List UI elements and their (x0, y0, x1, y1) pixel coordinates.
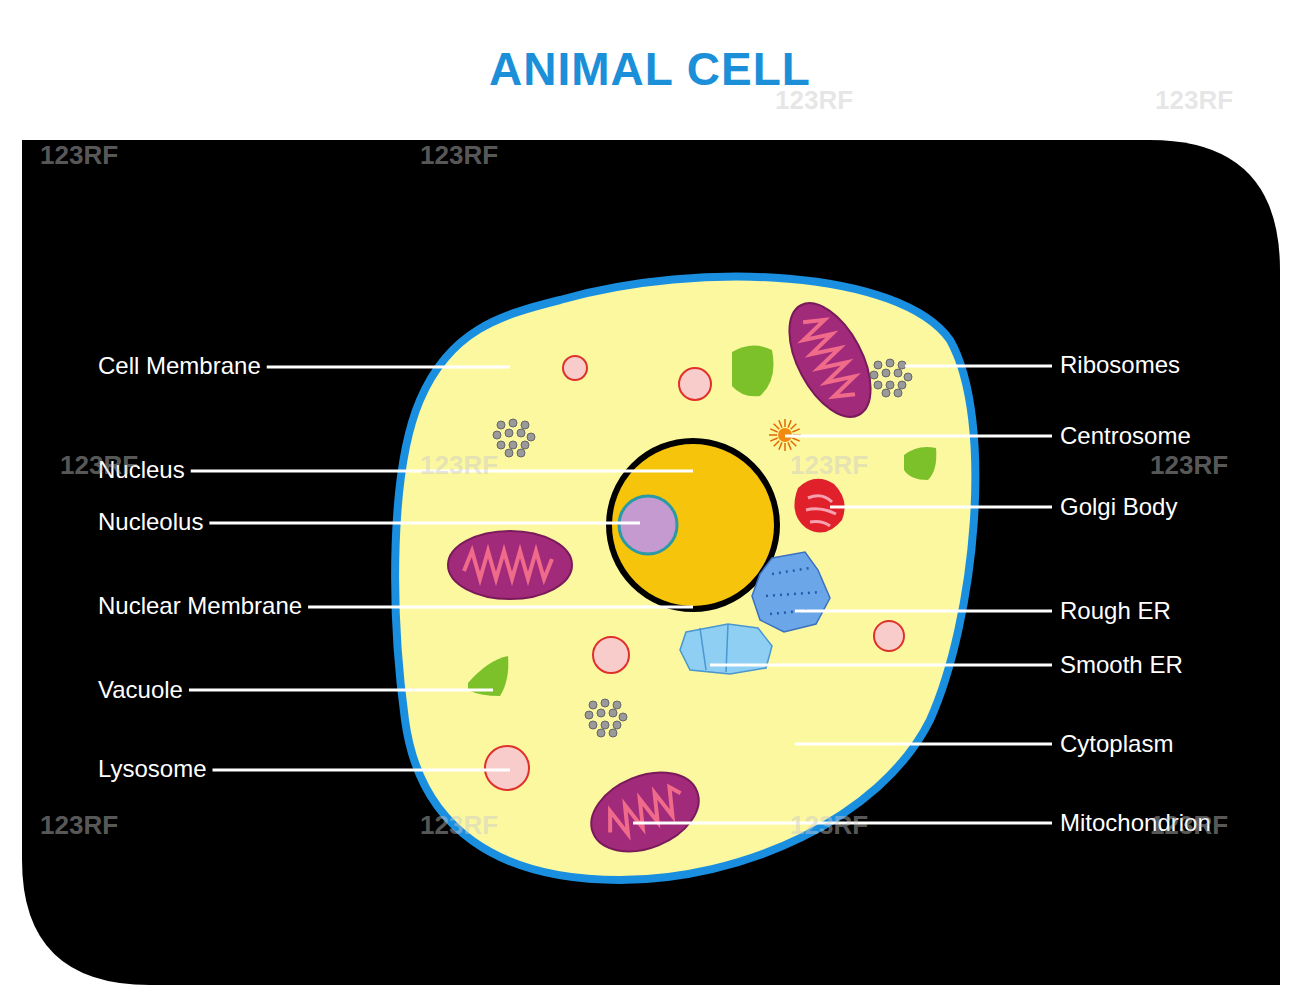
watermark: 123RF (1155, 85, 1233, 116)
part-label: Centrosome (1060, 422, 1191, 450)
part-label: Vacuole (98, 676, 183, 704)
rough-er (752, 552, 830, 632)
leader-line (795, 743, 1052, 746)
vacuoles (468, 345, 936, 696)
nucleolus (619, 496, 677, 554)
part-label: Nuclear Membrane (98, 592, 302, 620)
leader-line (308, 606, 693, 609)
part-label: Smooth ER (1060, 651, 1183, 679)
leader-line (785, 435, 1052, 438)
lysosomes (485, 356, 904, 790)
watermark: 123RF (790, 450, 868, 481)
part-label: Golgi Body (1060, 493, 1177, 521)
nucleus (609, 441, 777, 609)
watermark: 123RF (40, 140, 118, 171)
leader-line (213, 769, 511, 772)
watermark: 123RF (60, 450, 138, 481)
watermark: 123RF (420, 140, 498, 171)
ribosomes (493, 359, 912, 737)
part-label: Ribosomes (1060, 351, 1180, 379)
leader-line (209, 522, 640, 525)
watermark: 123RF (420, 810, 498, 841)
leader-line (710, 664, 1052, 667)
watermark: 123RF (775, 85, 853, 116)
part-label: Lysosome (98, 755, 207, 783)
mitochondria (448, 290, 887, 866)
leader-line (795, 610, 1052, 613)
watermark: 123RF (1150, 810, 1228, 841)
leader-line (267, 366, 510, 369)
leader-line (905, 365, 1052, 368)
watermark: 123RF (1150, 450, 1228, 481)
title: ANIMAL CELL (0, 42, 1300, 96)
black-panel (22, 140, 1280, 985)
leader-line (830, 506, 1052, 509)
part-label: Rough ER (1060, 597, 1171, 625)
leader-line (189, 689, 493, 692)
watermark: 123RF (420, 450, 498, 481)
part-label: Cell Membrane (98, 352, 261, 380)
part-label: Nucleolus (98, 508, 203, 536)
watermark: 123RF (40, 810, 118, 841)
watermark: 123RF (790, 810, 868, 841)
part-label: Cytoplasm (1060, 730, 1173, 758)
